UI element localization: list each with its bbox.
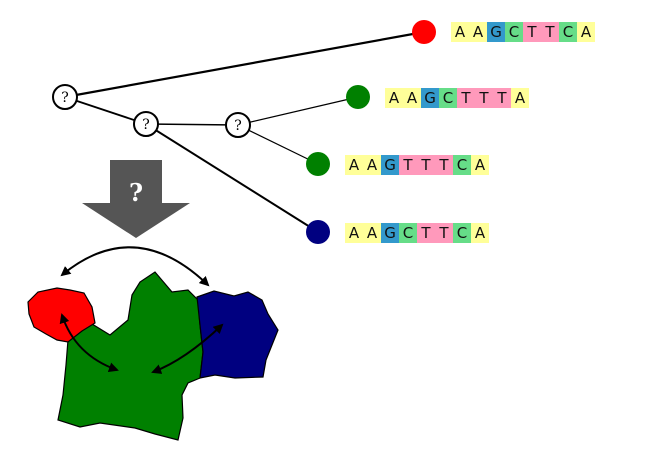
base-letter: A	[475, 156, 486, 174]
base-letter: T	[544, 23, 555, 41]
base-cell	[345, 155, 363, 175]
base-letter: C	[443, 89, 453, 107]
base-cell	[453, 155, 471, 175]
base-cell	[523, 22, 541, 42]
base-letter: A	[455, 23, 466, 41]
base-cell	[559, 22, 577, 42]
base-cell	[435, 155, 453, 175]
base-cell	[471, 223, 489, 243]
base-cell	[469, 22, 487, 42]
internal-node-2-label: ?	[142, 117, 150, 133]
base-letter: G	[384, 224, 396, 242]
migration-arrow-green-blue	[151, 323, 224, 374]
inference-arrow-label: ?	[129, 178, 143, 207]
base-cell	[345, 223, 363, 243]
base-cell	[541, 22, 559, 42]
base-letter: T	[438, 224, 449, 242]
base-letter: C	[457, 224, 467, 242]
base-letter: A	[475, 224, 486, 242]
branch-node2-blue	[145, 123, 319, 233]
base-cell	[363, 155, 381, 175]
base-letter: T	[496, 89, 507, 107]
migration-arrow-red-green	[59, 313, 119, 373]
base-letter: C	[509, 23, 519, 41]
base-letter: C	[563, 23, 573, 41]
base-letter: T	[478, 89, 489, 107]
region-blue	[196, 290, 279, 379]
base-letter: A	[349, 156, 360, 174]
base-cell	[471, 155, 489, 175]
base-cell	[403, 88, 421, 108]
base-letter: A	[367, 224, 378, 242]
internal-node-3: ?	[225, 112, 251, 138]
base-letter: G	[490, 23, 502, 41]
base-letter: A	[389, 89, 400, 107]
base-cell	[511, 88, 529, 108]
base-cell	[475, 88, 493, 108]
leaf-node-green-1	[346, 85, 370, 109]
leaf-node-blue	[306, 220, 330, 244]
geographic-map	[27, 271, 279, 441]
base-cell	[399, 223, 417, 243]
internal-node-2: ?	[133, 111, 159, 137]
base-cell	[417, 223, 435, 243]
base-letter: T	[460, 89, 471, 107]
branch-node3-green1	[237, 96, 359, 126]
base-cell	[421, 88, 439, 108]
base-letter: G	[424, 89, 436, 107]
migration-arrows	[59, 246, 224, 374]
base-letter: A	[515, 89, 526, 107]
branch-root-node2	[64, 96, 147, 125]
internal-node-1: ?	[52, 84, 78, 110]
base-cell	[399, 155, 417, 175]
branch-root-red	[64, 30, 425, 99]
internal-node-1-label: ?	[61, 90, 69, 106]
base-cell	[577, 22, 595, 42]
base-cell	[457, 88, 475, 108]
branch-node3-green2	[237, 124, 319, 165]
base-cell	[453, 223, 471, 243]
base-cell	[487, 22, 505, 42]
base-letter: A	[473, 23, 484, 41]
base-letter: T	[402, 156, 413, 174]
migration-arrow-red-blue	[60, 246, 210, 287]
base-cell	[381, 223, 399, 243]
branch-node2-node3	[145, 123, 239, 126]
internal-node-3-label: ?	[234, 118, 242, 134]
base-letter: A	[367, 156, 378, 174]
base-letter: A	[349, 224, 360, 242]
leaf-node-green-2	[306, 152, 330, 176]
base-cell	[439, 88, 457, 108]
base-letter: A	[407, 89, 418, 107]
base-letter: T	[438, 156, 449, 174]
base-cell	[417, 155, 435, 175]
base-cell	[493, 88, 511, 108]
base-letter: C	[403, 224, 413, 242]
base-letter: G	[384, 156, 396, 174]
tree-branches	[64, 30, 425, 233]
base-letter: C	[457, 156, 467, 174]
base-cell	[381, 155, 399, 175]
base-letter: T	[420, 156, 431, 174]
base-letter: T	[420, 224, 431, 242]
inference-arrow: ?	[82, 160, 190, 238]
base-cell	[505, 22, 523, 42]
base-cell	[363, 223, 381, 243]
base-cell	[451, 22, 469, 42]
base-letter: T	[526, 23, 537, 41]
leaf-node-red	[412, 20, 436, 44]
base-letter: A	[581, 23, 592, 41]
base-cell	[435, 223, 453, 243]
base-cell	[385, 88, 403, 108]
